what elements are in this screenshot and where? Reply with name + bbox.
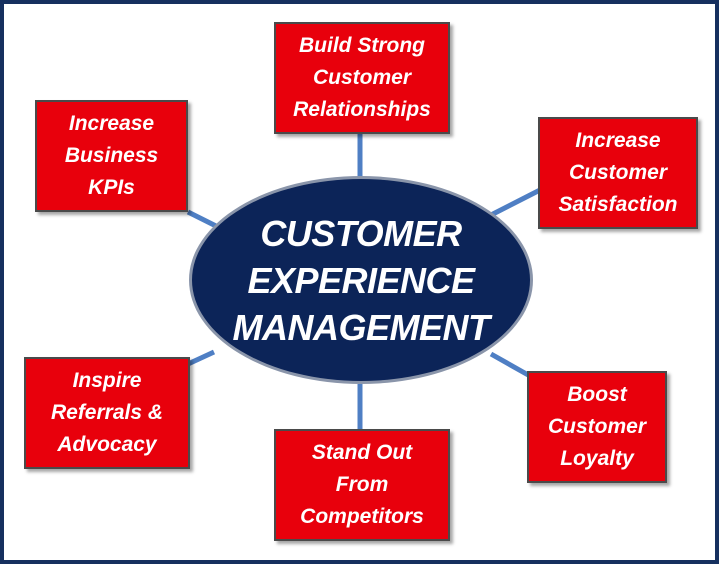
goal-box-increase-kpis: Increase Business KPIs [35,100,188,212]
goal-text-line: From [335,473,389,496]
connector-line-top-right [489,187,542,218]
goal-text-line: Competitors [300,505,424,528]
center-title-line-1: CUSTOMER [260,212,462,254]
center-title-line-3: MANAGEMENT [232,306,490,348]
goal-box-inspire-referrals: Inspire Referrals & Advocacy [24,357,190,469]
center-ellipse: CUSTOMER EXPERIENCE MANAGEMENT [189,176,533,384]
goal-text-line: KPIs [88,176,135,199]
goal-text-line: Satisfaction [558,193,678,216]
goal-text-line: Increase [68,112,155,135]
center-title-line-2: EXPERIENCE [247,259,475,301]
goal-box-build-relationships: Build Strong Customer Relationships [274,22,450,134]
goal-text-line: Build Strong [299,34,425,57]
connector-line-bottom-right [489,351,532,379]
goal-text-line: Advocacy [57,433,157,456]
goal-text-line: Boost [567,383,627,406]
goal-text-line: Customer [568,161,668,184]
goal-box-boost-loyalty: Boost Customer Loyalty [527,371,667,483]
goal-box-stand-out: Stand Out From Competitors [274,429,450,541]
goal-text-line: Referrals & [50,401,164,424]
connector-lines [186,134,542,434]
goal-text-line: Increase [575,129,661,152]
goal-text-line: Loyalty [560,447,634,470]
goal-text-line: Business [64,144,159,167]
goal-box-increase-satisfaction: Increase Customer Satisfaction [538,117,698,229]
goal-text-line: Relationships [293,98,431,121]
connector-line-bottom-left [186,349,216,367]
connector-line-top-left [186,209,218,229]
goal-text-line: Customer [547,415,647,438]
goal-text-line: Stand Out [311,441,413,464]
goal-text-line: Customer [312,66,412,89]
goal-text-line: Inspire [72,369,142,392]
